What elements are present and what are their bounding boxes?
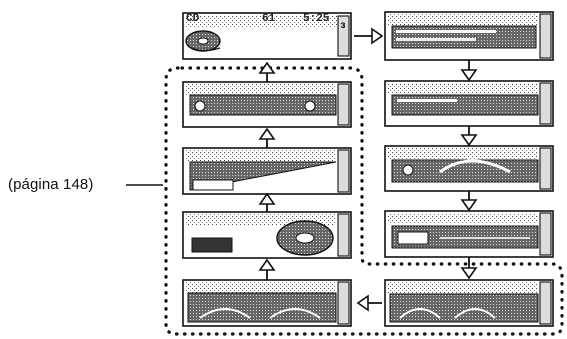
svg-text:ɜ: ɜ [341,20,346,31]
arrow-left [358,296,382,310]
arrow-up-1 [260,260,274,280]
screen-right-3 [385,146,553,191]
arrow-down-3 [462,191,476,210]
arrow-up-4 [260,63,274,82]
arrow-down-2 [462,126,476,145]
arrow-down-1 [462,60,476,80]
screen-left-3 [183,212,351,258]
arrow-down-4 [462,257,476,278]
arrow-right [354,29,382,43]
screen-left-1 [183,82,351,127]
display-right-readout: 5:25 [303,13,329,25]
arrow-up-3 [260,129,274,148]
arrow-up-2 [260,194,274,212]
screen-right-2 [385,81,553,126]
screen-right-1 [385,12,553,60]
screen-right-4 [385,211,553,257]
display-mid-readout: 61 [262,13,275,25]
page-reference-label: (página 148) [8,176,93,193]
display-left-readout: CD [186,13,199,25]
screen-left-2 [183,148,351,194]
screen-right-5 [385,280,553,326]
screen-left-4 [183,280,351,326]
